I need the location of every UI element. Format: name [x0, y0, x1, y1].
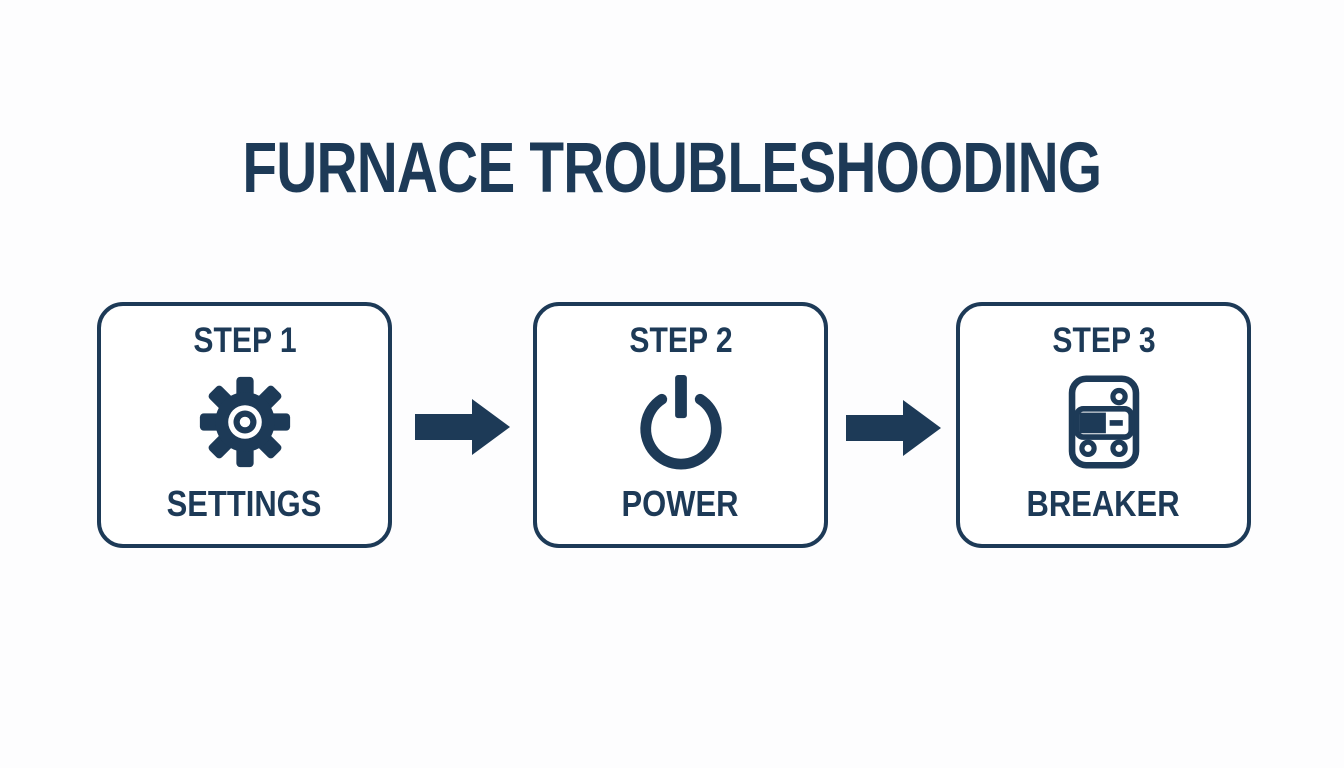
step-caption: SETTINGS — [154, 484, 334, 524]
step-label: STEP 2 — [621, 321, 741, 361]
arrow-right-icon — [846, 400, 941, 456]
step-label-text: STEP 1 — [192, 321, 297, 360]
step-caption-text: POWER — [622, 483, 739, 525]
gear-icon — [199, 377, 290, 468]
step-label: STEP 3 — [1044, 321, 1164, 361]
step-label-text: STEP 3 — [1051, 321, 1156, 360]
step-icon-wrap — [1066, 361, 1142, 485]
step-label: STEP 1 — [185, 321, 305, 361]
step-label-text: STEP 2 — [628, 321, 733, 360]
step-icon-wrap — [197, 361, 293, 485]
breaker-icon — [1068, 375, 1139, 469]
step-icon-wrap — [632, 361, 730, 485]
step-caption-text: BREAKER — [1026, 483, 1181, 525]
page-title-text: FURNACE TROUBLESHOODING — [242, 129, 1103, 208]
step-caption-text: SETTINGS — [167, 483, 322, 525]
page-title: FURNACE TROUBLESHOODING — [0, 128, 1344, 209]
step-box-power: STEP 2 POWER — [533, 302, 828, 548]
step-caption: BREAKER — [1014, 484, 1192, 524]
step-caption: POWER — [612, 484, 748, 524]
step-box-settings: STEP 1 SETTINGS — [97, 302, 392, 548]
arrow-right-icon — [415, 399, 510, 455]
power-icon — [639, 375, 722, 470]
step-box-breaker: STEP 3 BREAKER — [956, 302, 1251, 548]
